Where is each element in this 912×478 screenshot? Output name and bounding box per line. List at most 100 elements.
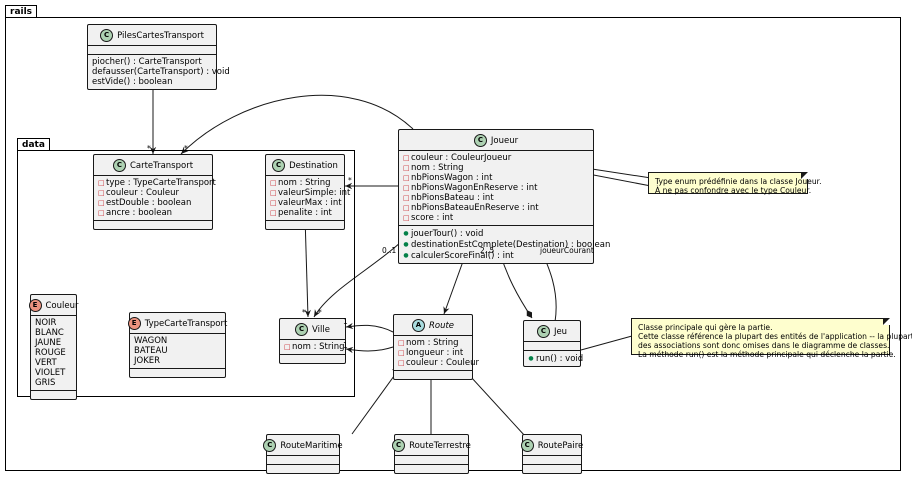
class-name: CarteTransport bbox=[129, 160, 194, 171]
attribute-row: nbPionsWagonEnReserve : int bbox=[403, 183, 589, 193]
multiplicity-label: 1 bbox=[343, 317, 348, 326]
enum-value: BATEAU bbox=[134, 346, 168, 356]
methods-section: piocher() : CarteTransport defausser(Car… bbox=[88, 55, 230, 89]
attribute-row: valeurSimple: int bbox=[270, 188, 350, 198]
class-route-terrestre[interactable]: C RouteTerrestre bbox=[392, 434, 471, 474]
enum-couleur[interactable]: E Couleur NOIR BLANC JAUNE ROUGE VERT VI… bbox=[28, 294, 79, 400]
attribute-row: penalite : int bbox=[270, 208, 340, 218]
method-row: destinationEstComplete(Destination) : bo… bbox=[403, 239, 610, 250]
edge-route-ville-2 bbox=[345, 346, 394, 354]
enum-value: WAGON bbox=[134, 336, 168, 346]
class-destination[interactable]: C Destination nom : String valeurSimple:… bbox=[265, 154, 350, 230]
public-icon bbox=[403, 228, 409, 239]
enum-value: ROUGE bbox=[35, 348, 66, 358]
private-icon bbox=[270, 188, 276, 198]
note-line: À ne pas confondre avec le type Couleur. bbox=[655, 186, 812, 195]
public-icon bbox=[403, 250, 409, 261]
multiplicity-label: * bbox=[147, 144, 151, 153]
enum-stereotype-icon: E bbox=[127, 317, 141, 330]
private-icon bbox=[270, 208, 276, 218]
methods-section: run() : void bbox=[524, 351, 583, 366]
private-icon bbox=[270, 198, 276, 208]
methods-section bbox=[130, 369, 225, 377]
package-data-tab: data bbox=[17, 138, 50, 151]
edge-note-jeu bbox=[580, 335, 633, 351]
enum-value: JOKER bbox=[134, 356, 161, 366]
class-carte-transport[interactable]: C CarteTransport type : TypeCarteTranspo… bbox=[93, 154, 216, 230]
class-joueur[interactable]: C Joueur couleur : CouleurJoueur nom : S… bbox=[398, 129, 610, 264]
enum-value: BLANC bbox=[35, 328, 64, 338]
private-icon bbox=[398, 358, 404, 368]
edge-joueur-ville bbox=[313, 241, 402, 318]
edge-route-ville-1 bbox=[345, 322, 394, 333]
methods-section bbox=[523, 465, 581, 473]
attribute-row: couleur : Couleur bbox=[98, 188, 208, 198]
package-data bbox=[17, 150, 355, 397]
multiplicity-label: 1 bbox=[343, 341, 348, 350]
class-stereotype-icon: C bbox=[520, 439, 534, 452]
role-label: joueurCourant bbox=[540, 246, 594, 255]
method-row: estVide() : boolean bbox=[92, 77, 173, 87]
multiplicity-label: 0..1 bbox=[382, 246, 397, 255]
multiplicity-label: * bbox=[318, 308, 322, 317]
enum-value: VERT bbox=[35, 358, 57, 368]
private-icon bbox=[403, 213, 409, 223]
class-stereotype-icon: C bbox=[112, 159, 126, 172]
private-icon bbox=[403, 173, 409, 183]
private-icon bbox=[98, 188, 104, 198]
class-stereotype-icon: C bbox=[536, 325, 550, 338]
note-line: Cette classe référence la plupart des en… bbox=[638, 332, 912, 341]
private-icon bbox=[403, 153, 409, 163]
enum-type-carte-transport[interactable]: E TypeCarteTransport WAGON BATEAU JOKER bbox=[127, 312, 228, 378]
private-icon bbox=[403, 163, 409, 173]
private-icon bbox=[98, 198, 104, 208]
attribute-row: couleur : Couleur bbox=[398, 358, 479, 368]
class-route[interactable]: A Route nom : String longueur : int coul… bbox=[393, 314, 479, 380]
class-stereotype-icon: C bbox=[295, 323, 309, 336]
class-route-paire[interactable]: C RoutePaire bbox=[520, 434, 583, 474]
multiplicity-label: * bbox=[348, 176, 352, 185]
attribute-row: nom : String bbox=[398, 338, 468, 348]
class-ville[interactable]: C Ville nom : String bbox=[279, 318, 346, 364]
attribute-row: ancre : boolean bbox=[98, 208, 208, 218]
abstract-stereotype-icon: A bbox=[411, 319, 425, 332]
attribute-row: nbPionsBateauEnReserve : int bbox=[403, 203, 589, 213]
attributes-section: nom : String bbox=[280, 340, 345, 355]
attribute-row: type : TypeCarteTransport bbox=[98, 178, 216, 188]
multiplicity-label: 2..5 bbox=[480, 246, 495, 255]
class-stereotype-icon: C bbox=[473, 134, 487, 147]
multiplicity-label: * bbox=[184, 144, 188, 153]
class-name: PilesCartesTransport bbox=[117, 30, 204, 41]
methods-section bbox=[394, 371, 472, 379]
note-line: Classe principale qui gère la partie. bbox=[638, 323, 773, 332]
class-piles-cartes-transport[interactable]: C PilesCartesTransport piocher() : Carte… bbox=[87, 24, 230, 90]
edge-joueur-carte bbox=[180, 94, 414, 155]
methods-section bbox=[94, 221, 212, 229]
attribute-row: couleur : CouleurJoueur bbox=[403, 153, 589, 163]
class-stereotype-icon: C bbox=[263, 439, 277, 452]
class-stereotype-icon: C bbox=[272, 159, 286, 172]
method-row: calculerScoreFinal() : int bbox=[403, 250, 589, 261]
enum-value: GRIS bbox=[35, 378, 56, 388]
attributes-section bbox=[524, 342, 580, 351]
attribute-row: score : int bbox=[403, 213, 589, 223]
attributes-section: nom : String longueur : int couleur : Co… bbox=[394, 336, 479, 371]
attributes-section: nom : String valeurSimple: int valeurMax… bbox=[266, 176, 350, 221]
class-name: Jeu bbox=[553, 326, 568, 337]
private-icon bbox=[398, 338, 404, 348]
attributes-section bbox=[395, 456, 468, 465]
private-icon bbox=[398, 348, 404, 358]
attributes-section bbox=[88, 46, 216, 55]
class-name: TypeCarteTransport bbox=[144, 318, 228, 329]
edge-destination-ville bbox=[304, 215, 311, 318]
method-row: defausser(CarteTransport) : void bbox=[92, 67, 230, 77]
class-jeu[interactable]: C Jeu run() : void bbox=[523, 320, 583, 367]
methods-section bbox=[266, 221, 344, 229]
attribute-row: valeurMax : int bbox=[270, 198, 342, 208]
class-stereotype-icon: C bbox=[100, 29, 114, 42]
method-row: run() : void bbox=[528, 353, 583, 364]
attribute-row: nom : String bbox=[270, 178, 340, 188]
methods-section: jouerTour() : void destinationEstComplet… bbox=[399, 226, 610, 263]
class-route-maritime[interactable]: C RouteMaritime bbox=[263, 434, 343, 474]
class-name: Joueur bbox=[490, 135, 519, 146]
